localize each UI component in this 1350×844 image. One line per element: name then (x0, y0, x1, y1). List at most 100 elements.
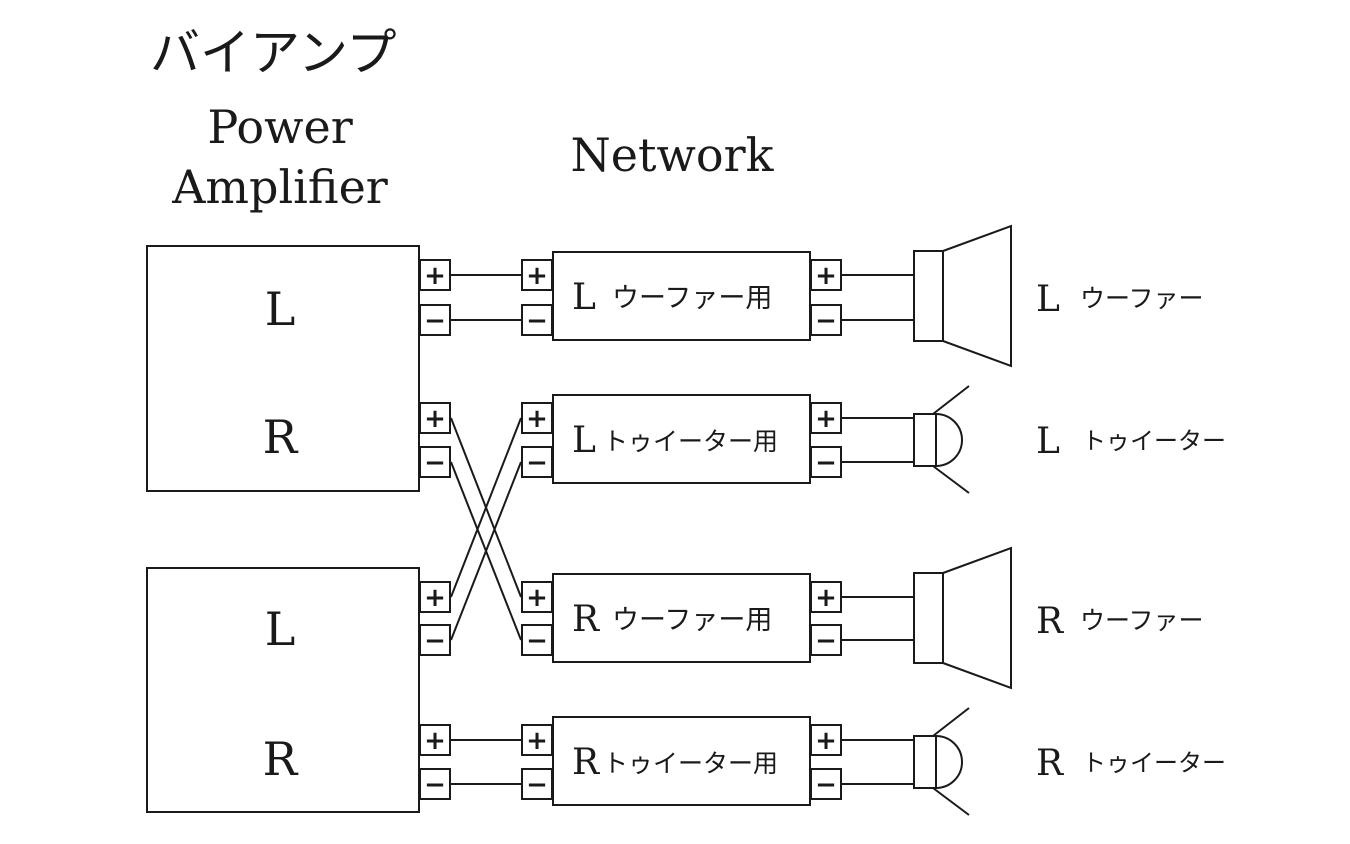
network-channel: R (572, 599, 600, 640)
amp2-box (146, 567, 420, 813)
network-output-minus-terminal: − (810, 624, 842, 656)
terminal-sign: − (424, 306, 446, 336)
power-amplifier-1: L R (146, 245, 420, 492)
network-box (552, 573, 811, 663)
network-box (552, 394, 811, 484)
terminal-sign: − (424, 448, 446, 478)
speaker-channel: L (1036, 421, 1060, 462)
wire-amp2-l-minus (450, 461, 522, 641)
terminal-box (521, 768, 553, 800)
amp-output-minus-terminal: − (419, 768, 451, 800)
network-input-minus-terminal: − (521, 446, 553, 478)
speaker-r-tweeter: R トゥイーター (913, 707, 1226, 816)
amp-output-minus-terminal: − (419, 304, 451, 336)
terminal-sign: + (526, 404, 548, 434)
terminal-box (419, 304, 451, 336)
amp-output-plus-terminal: + (419, 581, 451, 613)
terminal-sign: + (526, 726, 548, 756)
network-heading: Network (571, 128, 775, 182)
network-output-minus-terminal: − (810, 768, 842, 800)
terminal-sign: + (424, 404, 446, 434)
network-label: ウーファー用 (612, 283, 772, 314)
network-unit-r-woofer: R ウーファー用 (552, 573, 811, 663)
terminal-box (810, 259, 842, 291)
network-output-plus-terminal: + (810, 402, 842, 434)
network-input-minus-terminal: − (521, 304, 553, 336)
network-output-plus-terminal: + (810, 259, 842, 291)
network-input-plus-terminal: + (521, 402, 553, 434)
network-input-plus-terminal: + (521, 581, 553, 613)
wire-amp2-l-plus (450, 417, 522, 598)
speaker-l-tweeter: L トゥイーター (913, 385, 1226, 494)
terminal-box (521, 624, 553, 656)
amp-output-plus-terminal: + (419, 402, 451, 434)
terminal-box (419, 724, 451, 756)
speaker-channel: L (1036, 279, 1060, 320)
terminal-box (521, 724, 553, 756)
speaker-channel: R (1036, 601, 1064, 642)
woofer-icon (913, 224, 1012, 368)
network-input-minus-terminal: − (521, 768, 553, 800)
terminal-sign: + (815, 583, 837, 613)
amp1-channel-l: L (265, 282, 296, 336)
terminal-sign: + (526, 261, 548, 291)
amp-output-minus-terminal: − (419, 446, 451, 478)
speaker-label: ウーファー (1080, 606, 1204, 635)
amp1-box (146, 245, 420, 492)
network-input-plus-terminal: + (521, 259, 553, 291)
diagram-title: バイアンプ (150, 24, 397, 82)
terminal-box (521, 304, 553, 336)
amp2-channel-r: R (263, 732, 299, 786)
amp-output-minus-terminal: − (419, 624, 451, 656)
terminal-box (419, 402, 451, 434)
terminal-sign: − (526, 448, 548, 478)
terminal-sign: − (815, 770, 837, 800)
terminal-sign: − (424, 626, 446, 656)
network-label: トゥイーター用 (603, 749, 778, 778)
amp-output-plus-terminal: + (419, 259, 451, 291)
network-output-minus-terminal: − (810, 446, 842, 478)
network-output-plus-terminal: + (810, 581, 842, 613)
terminal-box (810, 446, 842, 478)
speaker-l-woofer: L ウーファー (913, 224, 1204, 368)
network-channel: L (572, 420, 596, 461)
terminal-sign: + (815, 261, 837, 291)
network-output-plus-terminal: + (810, 724, 842, 756)
power-amplifier-label-line1: Power (207, 100, 352, 154)
terminal-box (810, 724, 842, 756)
terminal-box (810, 402, 842, 434)
power-amplifier-2: L R (146, 567, 420, 813)
terminal-box (419, 581, 451, 613)
power-amplifier-label-line2: Amplifier (171, 160, 388, 214)
tweeter-icon (913, 707, 970, 816)
woofer-icon (913, 546, 1012, 690)
terminal-box (419, 259, 451, 291)
terminal-sign: − (815, 448, 837, 478)
speaker-label: トゥイーター (1082, 427, 1226, 455)
amp-output-plus-terminal: + (419, 724, 451, 756)
terminal-sign: − (526, 626, 548, 656)
network-label: トゥイーター用 (603, 427, 778, 456)
terminal-sign: − (815, 626, 837, 656)
network-box (552, 716, 811, 806)
terminal-sign: + (815, 404, 837, 434)
wires (450, 274, 914, 785)
terminal-sign: + (424, 583, 446, 613)
terminal-box (419, 768, 451, 800)
terminal-sign: + (424, 261, 446, 291)
network-input-plus-terminal: + (521, 724, 553, 756)
network-label: ウーファー用 (612, 605, 772, 636)
speaker-label: ウーファー (1080, 284, 1204, 313)
terminal-sign: − (526, 770, 548, 800)
terminal-box (810, 304, 842, 336)
terminal-box (810, 581, 842, 613)
terminal-sign: − (815, 306, 837, 336)
terminal-box (810, 768, 842, 800)
terminal-sign: + (815, 726, 837, 756)
terminal-box (419, 624, 451, 656)
network-input-minus-terminal: − (521, 624, 553, 656)
terminal-sign: + (424, 726, 446, 756)
terminal-sign: − (526, 306, 548, 336)
terminal-sign: + (526, 583, 548, 613)
